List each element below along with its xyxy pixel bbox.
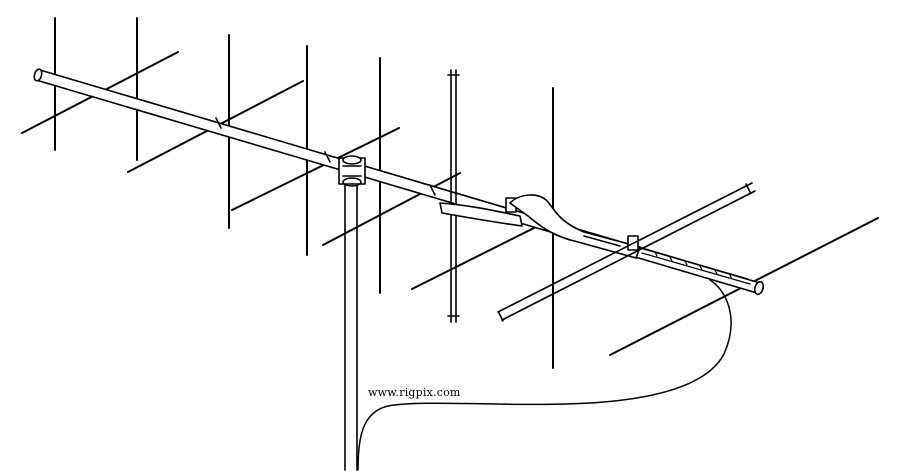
- horizontal-element-5: [411, 224, 541, 290]
- vertical-elements: [54, 17, 554, 369]
- boom: [33, 68, 765, 296]
- phasing-harness: [639, 247, 751, 285]
- watermark-text: www.rigpix.com: [368, 386, 461, 399]
- horizontal-element-4: [322, 172, 461, 246]
- horizontal-element-3: [231, 127, 400, 211]
- mast: [338, 155, 366, 471]
- driven-element-horizontal: [497, 182, 756, 322]
- coax-cable: [357, 279, 732, 471]
- driven-element-vertical: [447, 69, 460, 323]
